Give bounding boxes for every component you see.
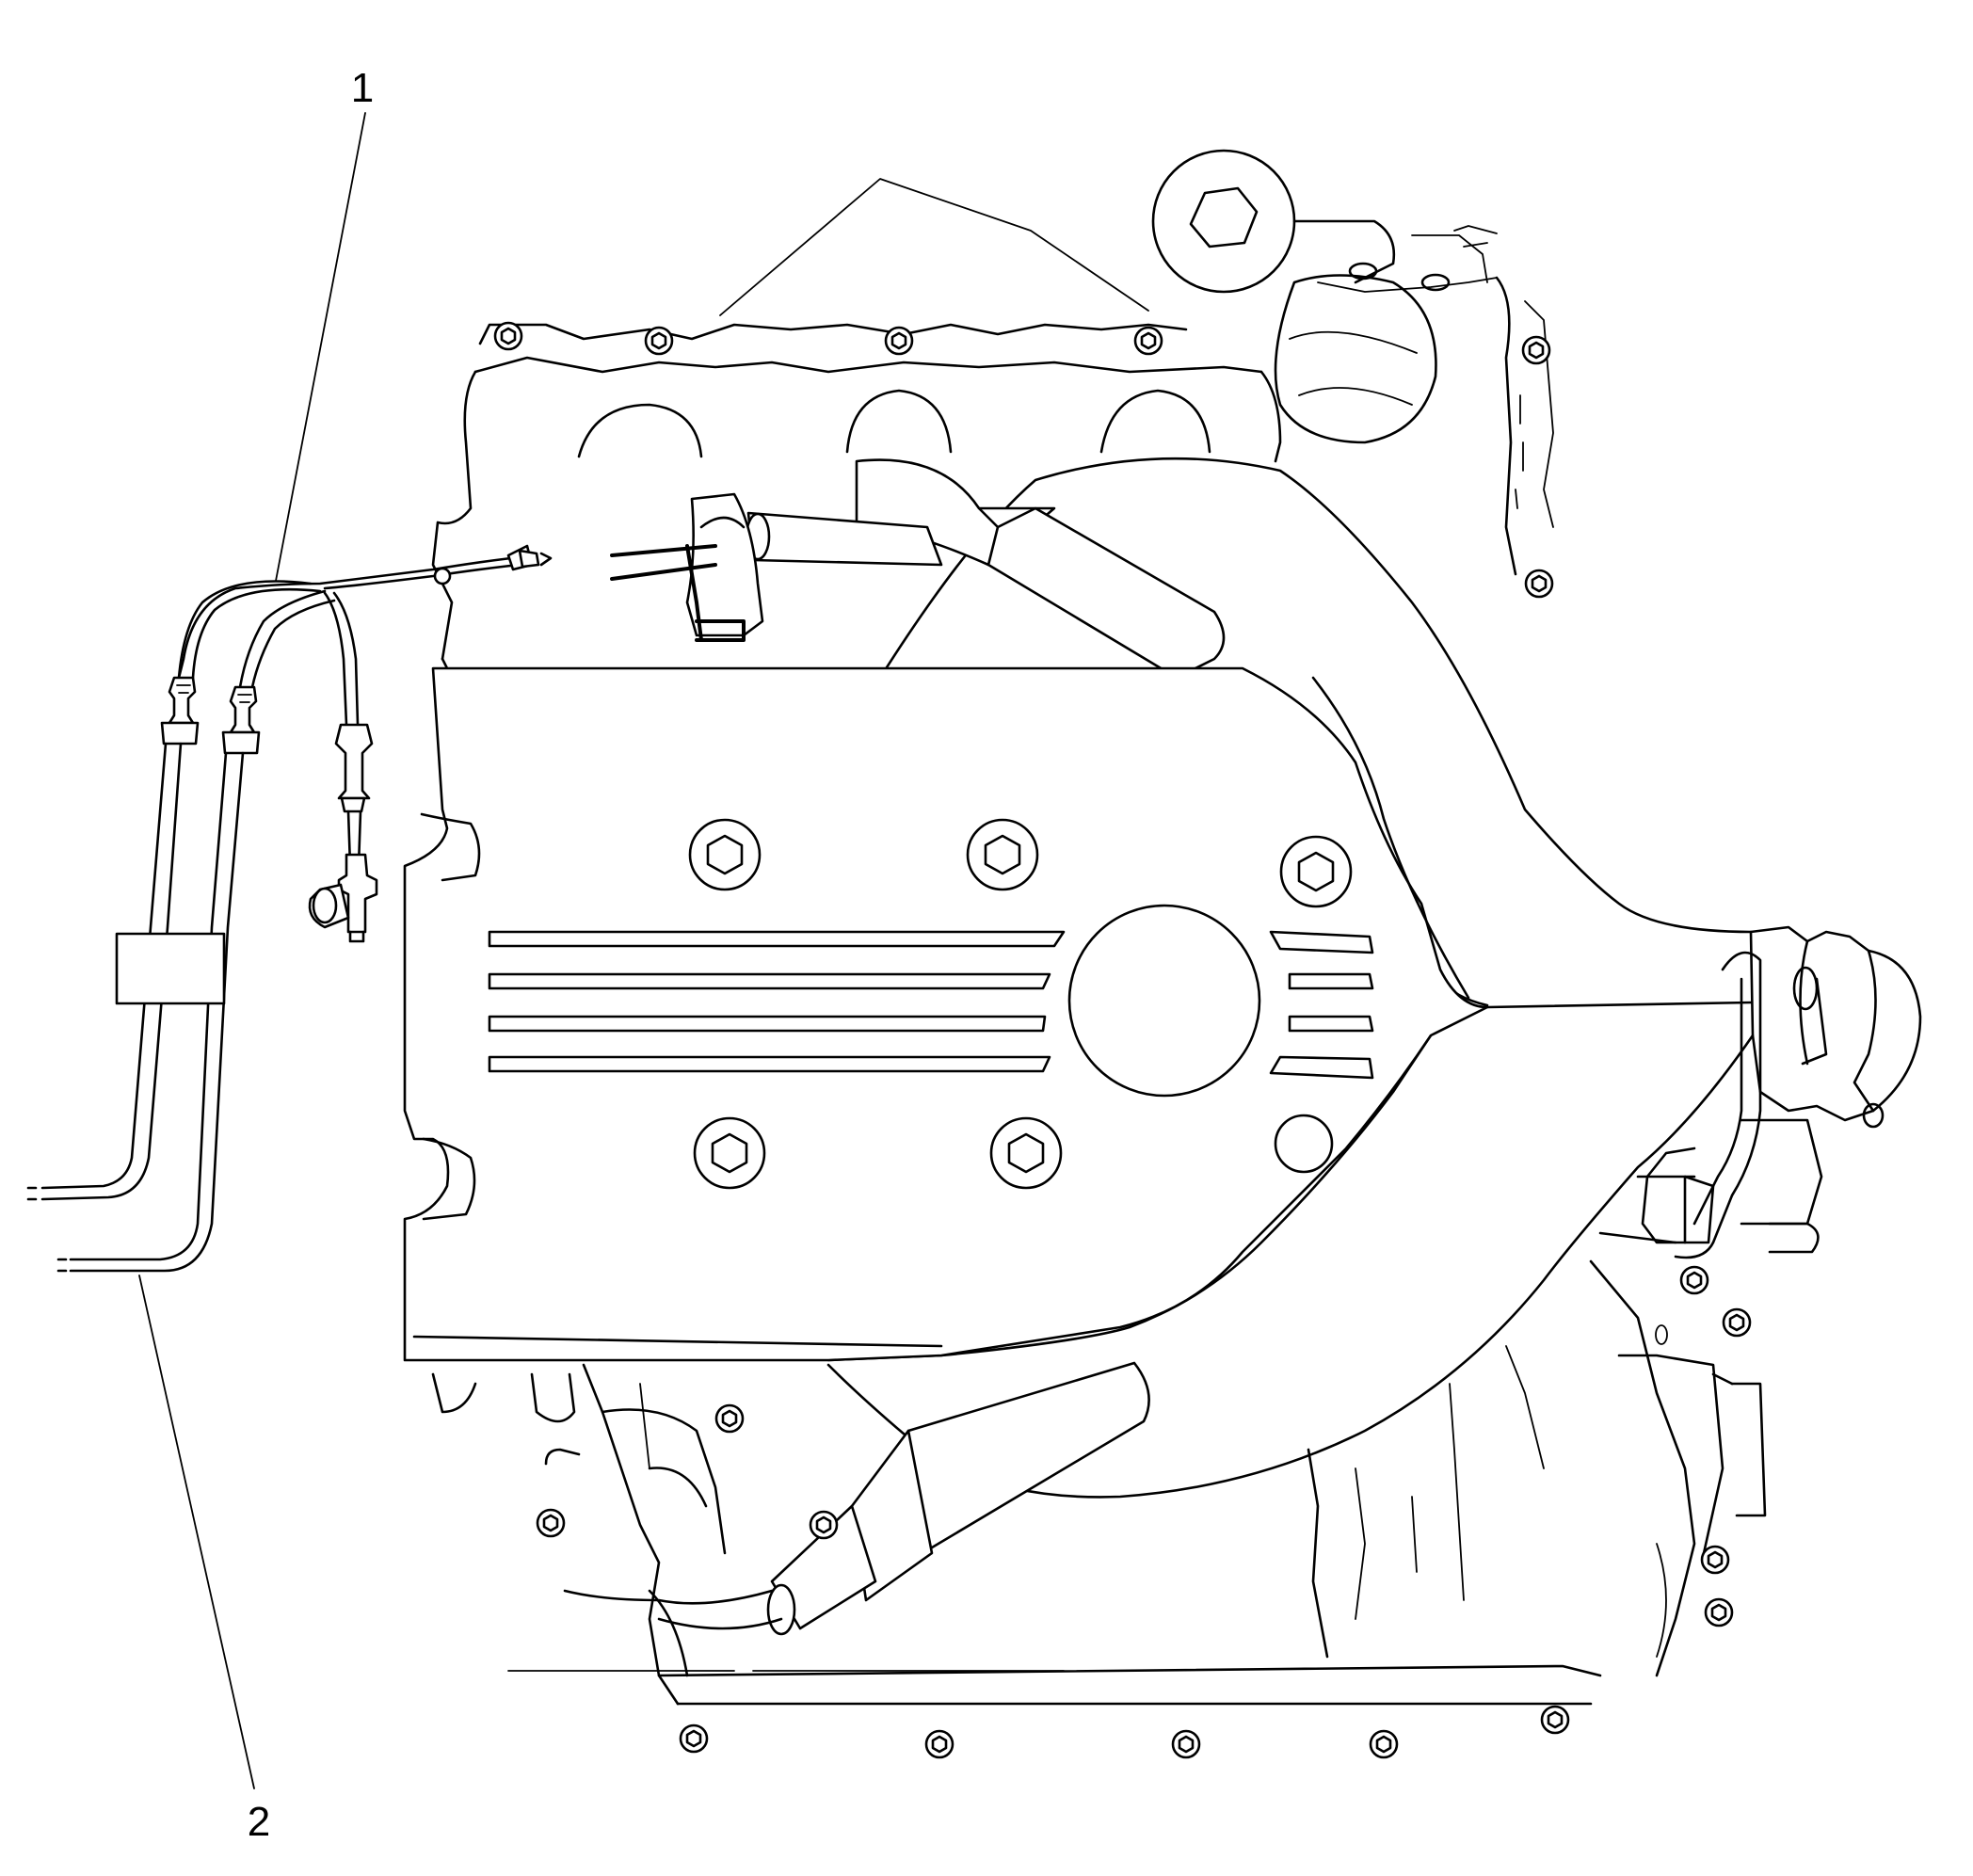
block-bolts [493, 321, 1752, 1759]
flange-bolt [1704, 1597, 1734, 1627]
harness-clip [115, 932, 226, 1005]
callout-2-label: 2 [248, 1799, 270, 1845]
flange-bolt [884, 326, 914, 356]
flange-bolt [1679, 1265, 1709, 1295]
flange-bolt [1369, 1729, 1399, 1759]
flange-bolt [1133, 326, 1163, 356]
flange-bolt [1524, 569, 1554, 599]
flange-bolt [536, 1508, 566, 1538]
harness-connectors [160, 676, 261, 755]
flange-bolt [1722, 1307, 1752, 1338]
flange-bolt [1521, 335, 1551, 365]
callout-1: 1 [275, 65, 374, 582]
wiring-harness [177, 544, 553, 727]
flange-bolt [493, 321, 523, 351]
callout-2: 2 [138, 1275, 270, 1845]
pcv-hoses [563, 458, 1226, 1636]
oil-pan-outline [431, 1259, 1767, 1706]
cover-bolt [989, 1116, 1063, 1190]
flange-bolt [644, 326, 674, 356]
intake-plenum [826, 457, 1922, 1499]
flange-bolt [679, 1724, 709, 1754]
cover-bolt [1279, 835, 1353, 908]
flange-bolt [714, 1403, 745, 1434]
callout-1-label: 1 [351, 65, 374, 111]
engine-block-outline [431, 149, 1554, 717]
cover-bolt [693, 1116, 766, 1190]
flange-bolt [1171, 1729, 1201, 1759]
flange-bolt [1700, 1545, 1730, 1575]
cover-bolt [966, 818, 1039, 891]
engine-cover [403, 666, 1489, 1362]
sensor-connector [308, 723, 378, 943]
flange-bolt [809, 1510, 839, 1540]
cover-bolt [688, 818, 762, 891]
flange-bolt [1540, 1705, 1570, 1735]
cover-bolts [688, 818, 1353, 1190]
flange-bolt [924, 1729, 954, 1759]
harness-wires [26, 742, 245, 1273]
